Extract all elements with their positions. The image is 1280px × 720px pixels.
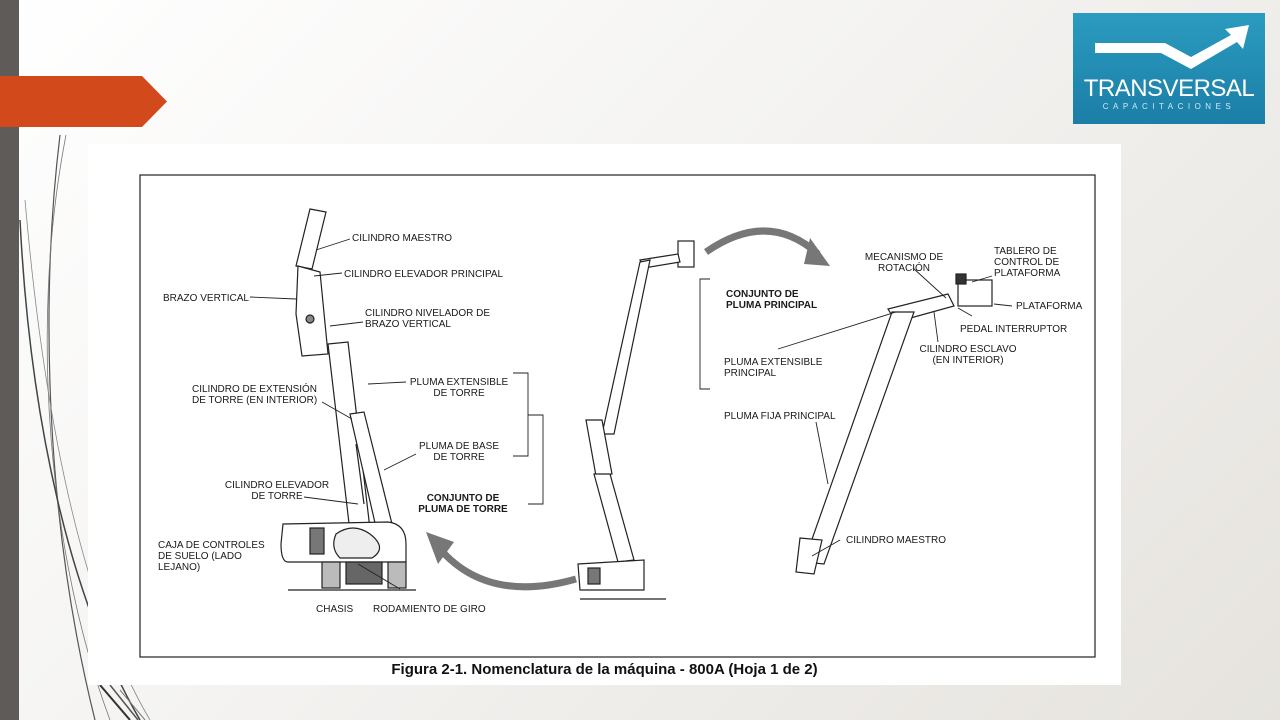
figure-frame: [139, 174, 1096, 658]
label-pluma-extensible-principal: PLUMA EXTENSIBLE PRINCIPAL: [724, 357, 823, 379]
label-cilindro-esclavo: CILINDRO ESCLAVO (EN INTERIOR): [919, 344, 1017, 366]
label-cilindro-maestro-left: CILINDRO MAESTRO: [352, 233, 453, 244]
label-rodamiento-giro: RODAMIENTO DE GIRO: [373, 604, 486, 615]
left-leader-lines: [249, 238, 544, 590]
label-pluma-fija-principal: PLUMA FIJA PRINCIPAL: [724, 411, 836, 422]
right-leader-lines: [699, 267, 1013, 557]
label-plataforma: PLATAFORMA: [1016, 301, 1083, 312]
label-chasis: CHASIS: [316, 604, 354, 615]
label-cilindro-elevador-principal: CILINDRO ELEVADOR PRINCIPAL: [344, 269, 504, 280]
arrow-head-left: [426, 532, 454, 564]
logo-arrow-icon: [1095, 25, 1249, 69]
flow-arrows: [426, 227, 830, 591]
label-conjunto-pluma-torre: CONJUNTO DE PLUMA DE TORRE: [418, 493, 508, 515]
figure-caption: Figura 2-1. Nomenclatura de la máquina -…: [391, 661, 818, 678]
label-pedal-interruptor: PEDAL INTERRUPTOR: [960, 324, 1068, 335]
label-tablero-control: TABLERO DE CONTROL DE PLATAFORMA: [994, 246, 1061, 279]
arrow-head-right: [804, 238, 830, 266]
transversal-logo: TRANSVERSAL CAPACITACIONES: [1073, 13, 1265, 124]
label-cilindro-extension-torre: CILINDRO DE EXTENSIÓN DE TORRE (EN INTER…: [192, 384, 318, 406]
label-caja-controles: CAJA DE CONTROLES DE SUELO (LADO LEJANO): [158, 540, 265, 573]
machine-diagram: [139, 174, 1096, 658]
left-machine-drawing: [280, 208, 416, 591]
middle-machine-drawing: [577, 240, 695, 600]
orange-arrow-tab: [0, 76, 167, 127]
left-sidebar-bar: [0, 0, 19, 720]
label-brazo-vertical: BRAZO VERTICAL: [163, 293, 249, 304]
label-mecanismo-rotacion: MECANISMO DE ROTACIÓN: [864, 252, 944, 274]
label-pluma-extensible-torre: PLUMA EXTENSIBLE DE TORRE: [409, 377, 509, 399]
label-cilindro-elevador-torre: CILINDRO ELEVADOR DE TORRE: [224, 480, 330, 502]
logo-name: TRANSVERSAL: [1083, 75, 1255, 102]
label-cilindro-nivelador: CILINDRO NIVELADOR DE BRAZO VERTICAL: [365, 308, 491, 330]
label-cilindro-maestro-right: CILINDRO MAESTRO: [846, 535, 947, 546]
label-pluma-base-torre: PLUMA DE BASE DE TORRE: [418, 441, 500, 463]
figure-card: CILINDRO MAESTRO CILINDRO ELEVADOR PRINC…: [88, 144, 1121, 685]
label-conjunto-pluma-principal: CONJUNTO DE PLUMA PRINCIPAL: [726, 289, 818, 311]
right-machine-drawing: [795, 273, 993, 575]
logo-subtitle: CAPACITACIONES: [1102, 102, 1236, 111]
